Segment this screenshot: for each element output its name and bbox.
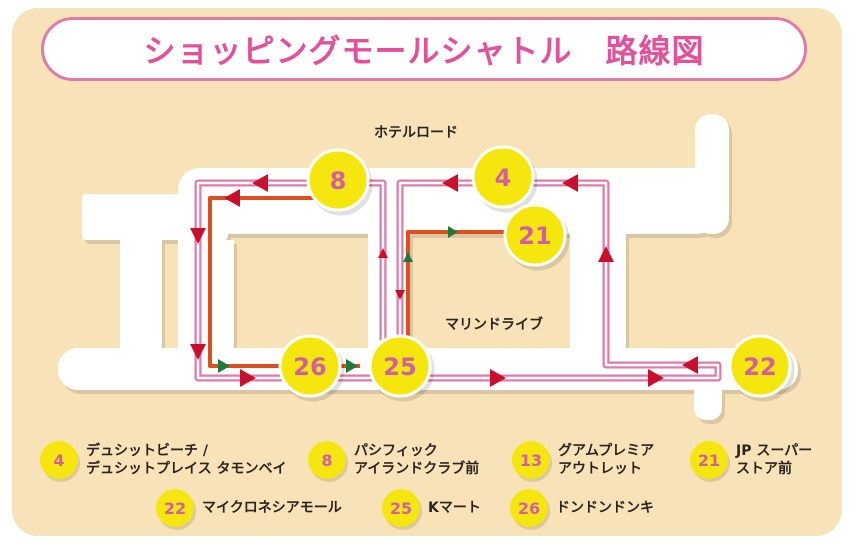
arrow-red-small xyxy=(378,248,388,258)
arrow-red xyxy=(490,369,506,387)
legend-badge: 21 xyxy=(690,441,728,479)
arrow-green xyxy=(448,226,458,238)
page-title: ショッピングモールシャトル 路線図 xyxy=(143,32,705,70)
street-label-hotel-road: ホテルロード xyxy=(374,125,458,141)
road-upper-left-arm xyxy=(178,240,234,360)
orange-route-right xyxy=(406,230,520,340)
stop-26-number: 26 xyxy=(293,353,326,381)
stop-26-marker[interactable]: 26 xyxy=(278,334,342,398)
legend-item-25: 25 Kマート xyxy=(382,489,481,527)
arrow-green xyxy=(403,252,413,262)
legend-item-8: 8 パシフィック アイランドクラブ前 xyxy=(308,441,479,479)
legend-item-13: 13 グアムプレミア アウトレット xyxy=(512,441,654,479)
legend-item-4: 4 デュシットビーチ / デュシットプレイス タモンベイ xyxy=(40,441,286,479)
stop-25-number: 25 xyxy=(383,353,416,381)
legend-item-26: 26 ドンドンドンキ xyxy=(510,489,654,527)
legend-label: デュシットビーチ / デュシットプレイス タモンベイ xyxy=(86,443,287,477)
arrow-red xyxy=(598,246,614,262)
legend-item-21: 21 JP スーパー ストア前 xyxy=(690,441,812,479)
legend-label: パシフィック アイランドクラブ前 xyxy=(354,443,480,477)
stop-4-marker[interactable]: 4 xyxy=(471,145,535,209)
stop-21-marker[interactable]: 21 xyxy=(503,203,567,267)
arrow-red xyxy=(190,344,206,360)
direction-arrows xyxy=(190,174,698,387)
legend-badge: 22 xyxy=(156,489,194,527)
title-banner: ショッピングモールシャトル 路線図 xyxy=(41,17,807,81)
legend-badge: 8 xyxy=(308,441,346,479)
stop-22-marker[interactable]: 22 xyxy=(728,334,792,398)
legend-label: Kマート xyxy=(428,500,481,516)
bus-stops: 8 4 21 26 25 22 xyxy=(278,145,792,398)
arrow-red xyxy=(190,228,206,244)
stop-4-number: 4 xyxy=(495,164,512,192)
arrow-red xyxy=(562,174,578,192)
arrow-green xyxy=(218,359,230,373)
road-hotel-road xyxy=(178,168,718,234)
pink-route-right-inner xyxy=(383,181,720,380)
stop-8-marker[interactable]: 8 xyxy=(306,148,370,212)
stop-25-marker[interactable]: 25 xyxy=(368,334,432,398)
stop-8-number: 8 xyxy=(330,167,347,195)
stop-22-number: 22 xyxy=(743,353,776,381)
legend-badge: 26 xyxy=(510,489,548,527)
pink-route-outer-left-inner xyxy=(196,181,385,380)
legend-badge: 13 xyxy=(512,441,550,479)
arrow-red xyxy=(682,356,698,374)
legend-label: マイクロネシアモール xyxy=(202,500,342,516)
arrow-green xyxy=(346,359,358,373)
legend-label: JP スーパー ストア前 xyxy=(736,443,813,477)
arrow-red-small xyxy=(395,290,405,300)
arrow-red xyxy=(240,369,256,387)
road-top-right-stub xyxy=(695,114,729,234)
arrow-red xyxy=(648,369,664,387)
legend-badge: 25 xyxy=(382,489,420,527)
arrow-red xyxy=(252,174,268,192)
legend-badge: 4 xyxy=(40,441,78,479)
pink-route xyxy=(194,179,722,382)
arrow-red xyxy=(442,174,458,192)
legend-label: グアムプレミア アウトレット xyxy=(558,443,655,477)
stop-21-number: 21 xyxy=(518,222,551,250)
legend-label: ドンドンドンキ xyxy=(556,500,654,516)
street-label-marine-drive: マリンドライブ xyxy=(445,316,543,333)
arrow-red xyxy=(224,189,240,207)
legend-item-22: 22 マイクロネシアモール xyxy=(156,489,342,527)
